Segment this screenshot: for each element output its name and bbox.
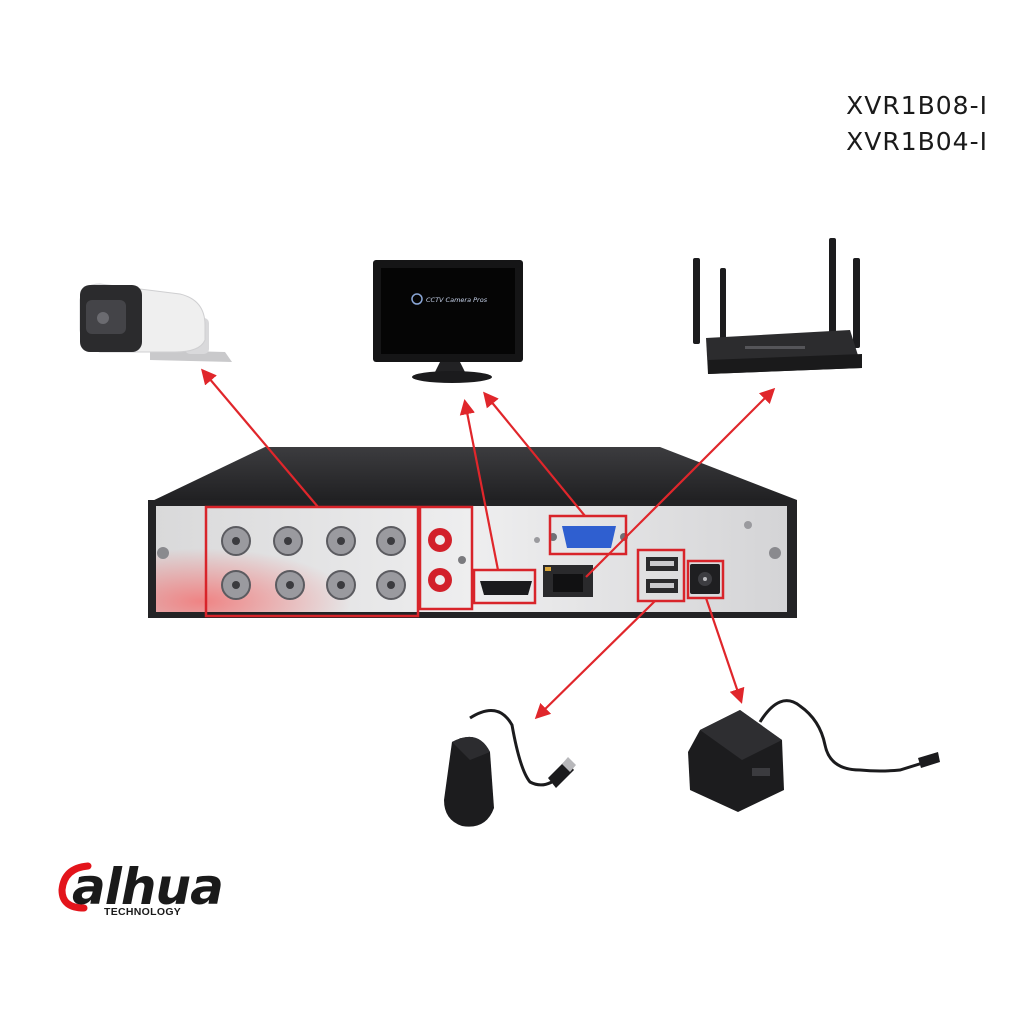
lan-port	[543, 565, 593, 597]
model-number: XVR1B04-I	[846, 124, 988, 160]
dc-power-jack	[690, 564, 720, 594]
camera-icon	[80, 284, 232, 362]
router-icon	[693, 238, 862, 374]
power-adapter-icon	[688, 701, 940, 812]
mouse-icon	[444, 710, 576, 826]
brand-tagline: TECHNOLOGY	[104, 906, 181, 918]
hdmi-port	[480, 581, 532, 595]
model-numbers: XVR1B08-I XVR1B04-I	[846, 88, 988, 160]
brand-logo: alhua TECHNOLOGY	[58, 858, 248, 928]
monitor-icon: CCTV Camera Pros	[373, 260, 523, 383]
model-number: XVR1B08-I	[846, 88, 988, 124]
monitor-screen-text: CCTV Camera Pros	[426, 296, 488, 304]
